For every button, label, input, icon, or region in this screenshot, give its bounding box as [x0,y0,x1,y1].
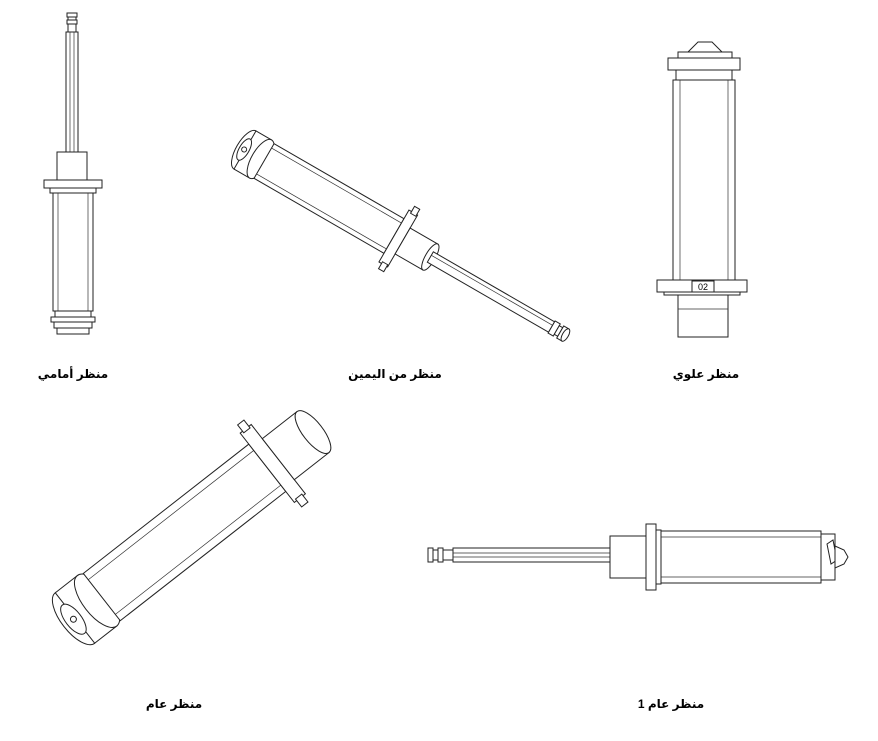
general-view-caption: منظر عام [145,697,203,711]
top-view-caption: منظر علوي [672,367,740,381]
front-view-caption: منظر أمامي [37,367,109,381]
top-view-part-label: 02 [698,282,708,292]
general1-view-caption: منظر عام 1 [637,697,705,711]
right-view-caption: منظر من اليمين [348,367,442,381]
